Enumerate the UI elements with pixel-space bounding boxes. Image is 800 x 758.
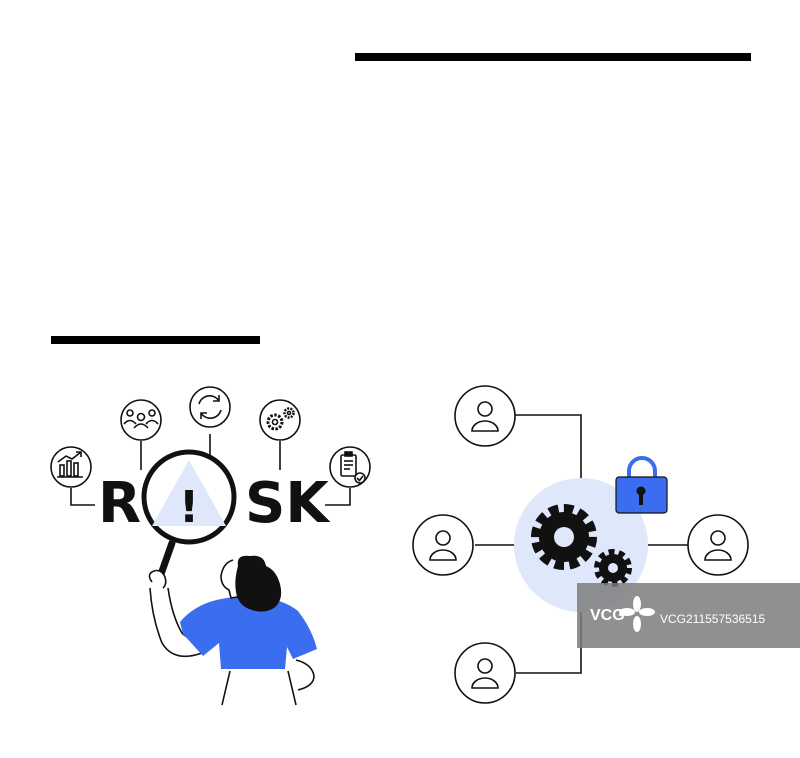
risk-illustration bbox=[50, 386, 371, 706]
user-node-left bbox=[412, 514, 474, 576]
gears-icon bbox=[259, 399, 301, 441]
person-hair bbox=[235, 555, 282, 612]
team-icon bbox=[120, 399, 162, 441]
clipboard-check-icon bbox=[329, 446, 371, 488]
warning-exclamation: ! bbox=[179, 482, 199, 533]
user-node-right bbox=[687, 514, 749, 576]
magnifier-lens bbox=[141, 449, 237, 545]
person-leg-right bbox=[287, 670, 297, 706]
user-node-top bbox=[454, 385, 516, 447]
user-node-bottom bbox=[454, 642, 516, 704]
warning-triangle-icon bbox=[152, 460, 226, 526]
bar-chart-icon bbox=[50, 446, 92, 488]
risk-letter-r: R bbox=[98, 471, 141, 536]
watermark-logo: VCG bbox=[590, 607, 625, 624]
hand bbox=[148, 569, 167, 589]
top-black-bar bbox=[355, 53, 751, 61]
left-black-bar bbox=[51, 336, 260, 344]
magnifier-handle bbox=[156, 539, 176, 581]
person-leg-left bbox=[221, 670, 231, 706]
network-illustration bbox=[412, 385, 749, 704]
gear-icon bbox=[531, 504, 597, 570]
watermark: VCG VCG211557536515 bbox=[577, 583, 800, 648]
risk-letters-sk: SK bbox=[245, 471, 331, 536]
icon-connectors bbox=[70, 434, 351, 506]
refresh-icon bbox=[189, 386, 231, 428]
person-shirt bbox=[180, 596, 317, 669]
padlock-icon bbox=[615, 456, 668, 514]
watermark-text: VCG211557536515 bbox=[660, 612, 766, 626]
watermark-flower-icon bbox=[619, 596, 655, 632]
